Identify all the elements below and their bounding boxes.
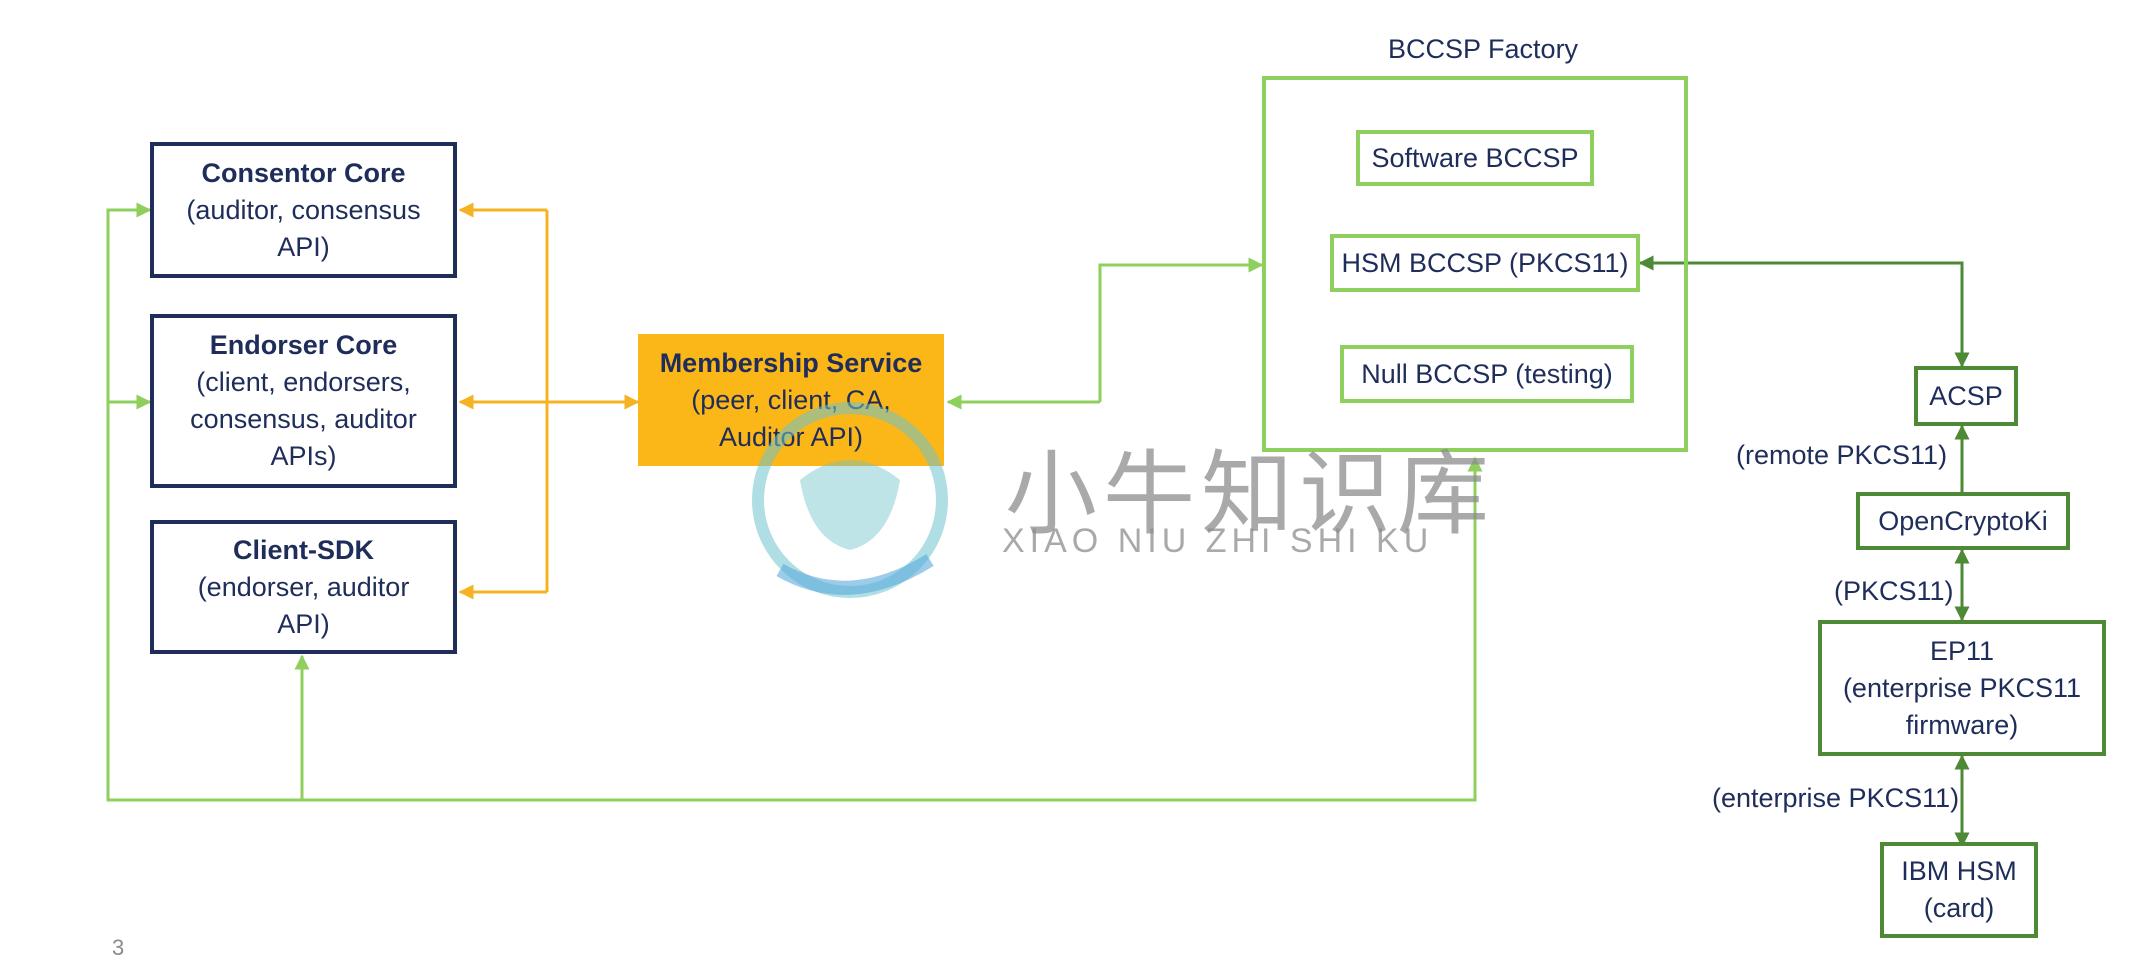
watermark-logo-icon bbox=[752, 402, 948, 598]
bccsp-factory-box bbox=[1262, 76, 1688, 452]
ep11-line-2: (enterprise PKCS11 bbox=[1842, 672, 2082, 703]
bccsp-factory-label: BCCSP Factory bbox=[1388, 34, 1579, 64]
endorser-core-line-2: consensus, auditor bbox=[190, 404, 417, 434]
client-sdk-line-2: API) bbox=[277, 608, 330, 639]
software-bccsp-label: Software BCCSP bbox=[1371, 142, 1579, 173]
null-bccsp-label: Null BCCSP (testing) bbox=[1361, 358, 1613, 389]
page-number: 3 bbox=[112, 935, 125, 960]
bus-factory-to-consentor bbox=[106, 202, 1483, 802]
enterprise-pkcs11-label: (enterprise PKCS11) bbox=[1712, 783, 1960, 813]
acsp-label: ACSP bbox=[1929, 380, 2003, 411]
arrow-to-bccsp-factory bbox=[1098, 257, 1264, 402]
ibm-hsm-line-1: IBM HSM bbox=[1901, 856, 2017, 886]
arrow-acsp-hsm-bccsp bbox=[1638, 255, 1970, 368]
endorser-core-box: Endorser Core (client, endorsers, consen… bbox=[150, 314, 457, 488]
ep11-line-1: EP11 bbox=[1929, 635, 1995, 666]
null-bccsp-box: Null BCCSP (testing) bbox=[1340, 345, 1634, 403]
endorser-core-line-3: APIs) bbox=[270, 441, 337, 471]
hsm-bccsp-box: HSM BCCSP (PKCS11) bbox=[1330, 234, 1640, 292]
client-sdk-box: Client-SDK (endorser, auditor API) bbox=[150, 520, 457, 654]
ep11-box: EP11 (enterprise PKCS11 firmware) bbox=[1818, 620, 2106, 756]
software-bccsp-box: Software BCCSP bbox=[1356, 130, 1594, 186]
pkcs11-label: (PKCS11) bbox=[1834, 576, 1954, 606]
green-connectors bbox=[106, 202, 1483, 802]
consentor-core-box: Consentor Core (auditor, consensus API) bbox=[150, 142, 457, 278]
endorser-core-title: Endorser Core bbox=[209, 330, 398, 360]
ibm-hsm-box: IBM HSM (card) bbox=[1880, 842, 2038, 938]
hsm-bccsp-label: HSM BCCSP (PKCS11) bbox=[1341, 247, 1629, 278]
ep11-line-3: firmware) bbox=[1905, 709, 2019, 740]
consentor-core-title: Consentor Core bbox=[201, 157, 406, 188]
orange-connectors bbox=[458, 202, 640, 600]
consentor-core-line-1: (auditor, consensus bbox=[186, 194, 421, 225]
remote-pkcs11-label: (remote PKCS11) bbox=[1736, 440, 1948, 470]
watermark-text-cn: 小牛知识库 bbox=[1005, 444, 1496, 546]
ibm-hsm-line-2: (card) bbox=[1923, 893, 1995, 923]
hsm-connectors bbox=[1638, 255, 1970, 848]
endorser-core-line-1: (client, endorsers, bbox=[196, 367, 411, 397]
membership-service-title: Membership Service bbox=[659, 347, 923, 378]
client-sdk-line-1: (endorser, auditor bbox=[197, 571, 410, 602]
acsp-box: ACSP bbox=[1914, 366, 2018, 426]
opencryptoki-box: OpenCryptoKi bbox=[1856, 492, 2070, 550]
watermark-text-en: XIAO NIU ZHI SHI KU bbox=[1002, 522, 1434, 560]
opencryptoki-label: OpenCryptoKi bbox=[1878, 505, 2048, 536]
consentor-core-line-2: API) bbox=[277, 231, 330, 262]
client-sdk-title: Client-SDK bbox=[233, 534, 374, 565]
